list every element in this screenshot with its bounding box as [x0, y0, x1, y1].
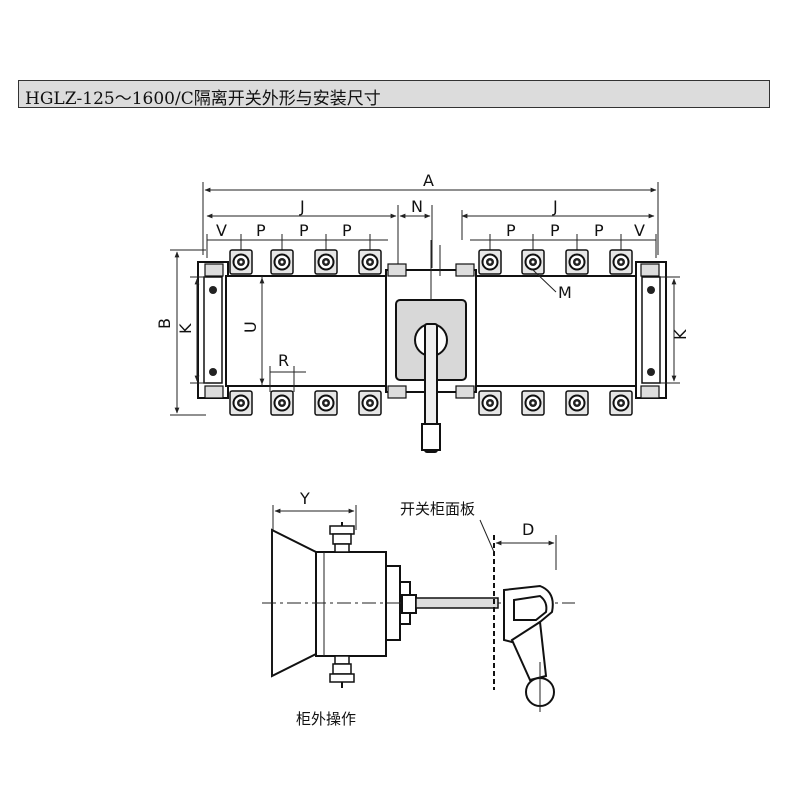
label-k-right: K	[671, 329, 690, 340]
terminal-bottom-8	[609, 390, 633, 416]
terminal-bottom-7	[565, 390, 589, 416]
bolt-bottom	[329, 655, 355, 688]
label-j-right: J	[552, 197, 558, 216]
terminal-bottom-2	[270, 390, 294, 416]
side-view-caption: 柜外操作	[296, 710, 356, 728]
label-y: Y	[299, 489, 310, 508]
operating-handle	[424, 323, 438, 453]
right-switch-body	[475, 275, 639, 387]
label-k-left: K	[176, 323, 195, 334]
terminal-bottom-5	[478, 390, 502, 416]
terminal-top-3	[314, 249, 338, 275]
external-handle-grip	[510, 620, 548, 682]
label-r: R	[278, 351, 289, 370]
terminal-bottom-1	[229, 390, 253, 416]
label-p-1: P	[256, 221, 266, 240]
label-v-right: V	[634, 221, 645, 240]
label-a: A	[423, 171, 434, 190]
label-b: B	[155, 318, 174, 329]
terminal-bottom-3	[314, 390, 338, 416]
side-view: Y 开关柜面板 D	[262, 489, 575, 728]
terminal-top-1	[229, 249, 253, 275]
label-p-2: P	[299, 221, 309, 240]
label-p-5: P	[550, 221, 560, 240]
label-u: U	[241, 321, 260, 333]
terminal-top-7	[565, 249, 589, 275]
switch-housing	[315, 551, 387, 657]
label-n: N	[411, 197, 423, 216]
page-title: HGLZ-125～1600/C隔离开关外形与安装尺寸	[25, 89, 381, 109]
terminal-bottom-4	[358, 390, 382, 416]
terminal-top-4	[358, 249, 382, 275]
label-p-4: P	[506, 221, 516, 240]
top-view: A J N J V P P P P P P V	[155, 171, 690, 453]
label-m: M	[558, 283, 572, 302]
panel-label: 开关柜面板	[400, 500, 475, 518]
label-v-left: V	[216, 221, 227, 240]
extension-shaft	[415, 597, 499, 609]
label-p-6: P	[594, 221, 604, 240]
label-p-3: P	[342, 221, 352, 240]
terminal-top-5	[478, 249, 502, 275]
leader-m	[532, 269, 557, 293]
terminal-bottom-6	[521, 390, 545, 416]
label-j-left: J	[299, 197, 305, 216]
terminal-top-8	[609, 249, 633, 275]
title-bar: HGLZ-125～1600/C隔离开关外形与安装尺寸	[18, 80, 770, 109]
bolt-top	[329, 522, 355, 553]
terminal-top-2	[270, 249, 294, 275]
label-d: D	[522, 520, 534, 539]
